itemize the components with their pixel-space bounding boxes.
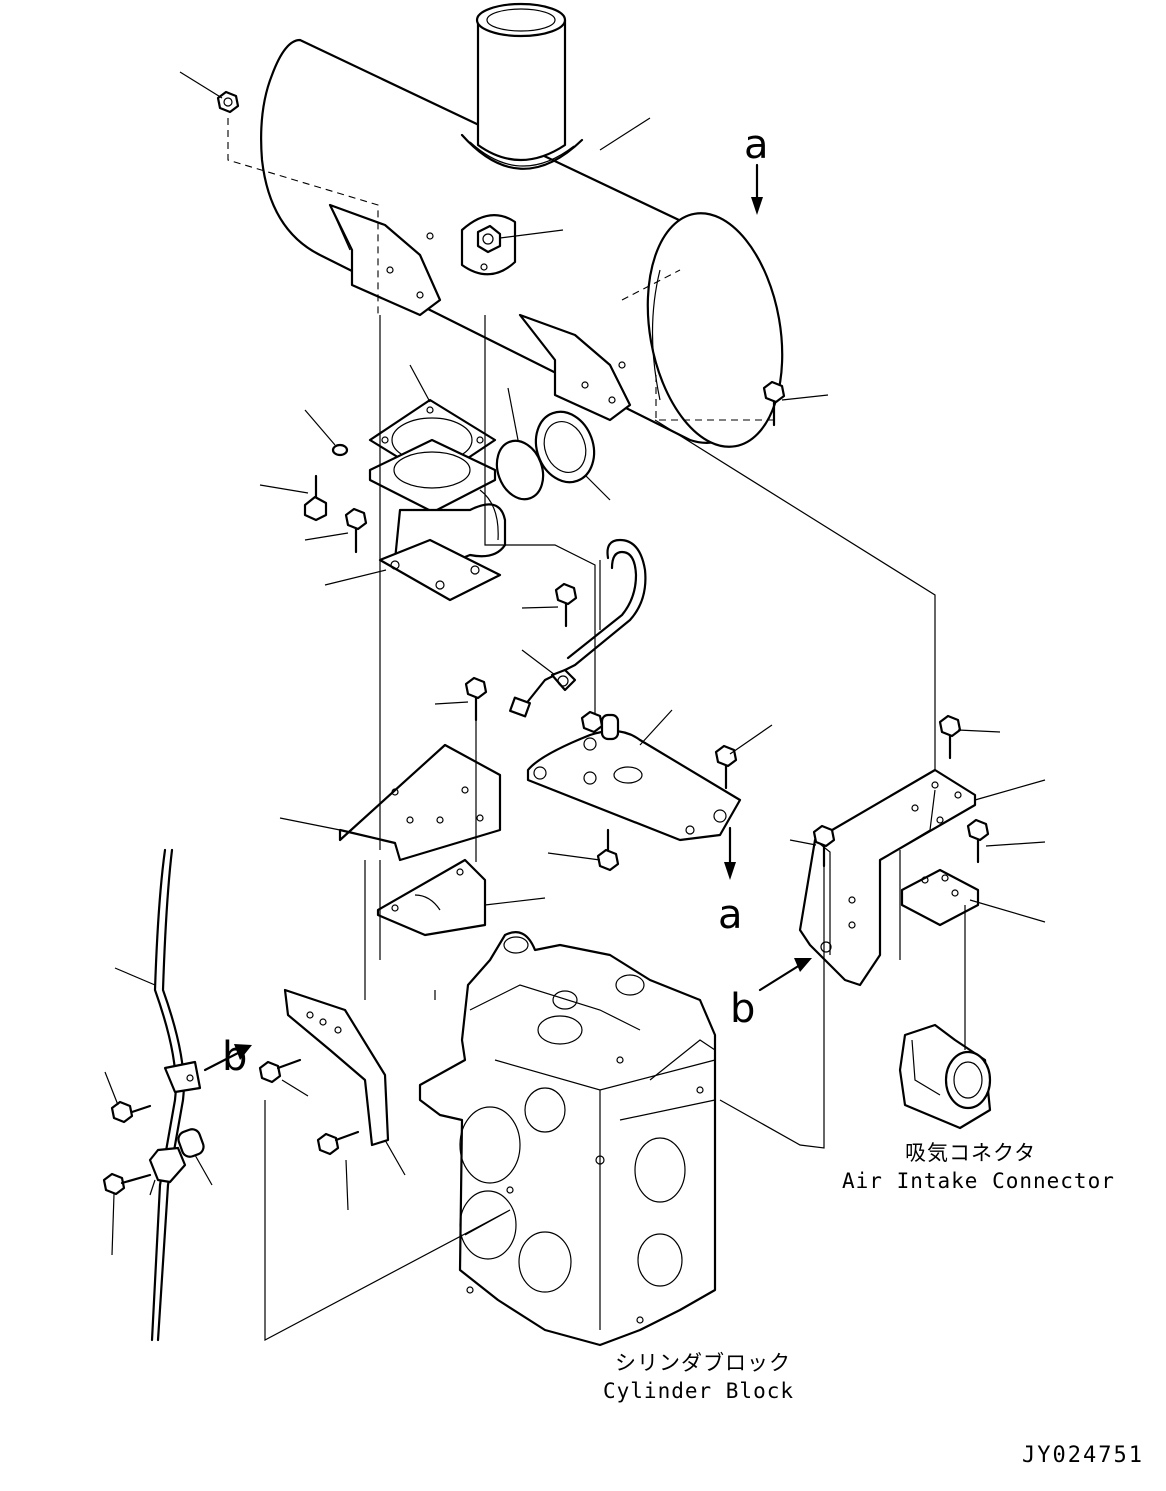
bolt-center-bottom [547, 828, 620, 872]
dipstick-tube [114, 848, 185, 1342]
air-intake-label-en: Air Intake Connector [842, 1169, 1115, 1193]
bolt-elbow-1 [259, 474, 328, 522]
bracket-left-lower [376, 858, 546, 937]
air-intake-connector [898, 1023, 992, 1130]
bracket-left-upper [279, 743, 502, 862]
dipstick-clip-upper [163, 1060, 202, 1094]
view-label-b-right: b [730, 986, 755, 1032]
assembly-lines [264, 315, 966, 1341]
collar [177, 1128, 213, 1186]
muffler [227, 2, 784, 448]
support-plate [283, 988, 406, 1176]
bolt-right-2 [938, 714, 1001, 760]
view-label-b-left: b [222, 1034, 247, 1080]
bolt-left-1 [104, 1071, 152, 1124]
elbow-pipe [324, 438, 507, 602]
spacer-plate [900, 868, 1046, 927]
view-arrow-b-right [758, 958, 812, 992]
bolt-support-2 [316, 1130, 360, 1211]
hex-nut-top [179, 71, 240, 114]
bolt-elbow-2 [304, 507, 368, 554]
tube [508, 538, 647, 718]
view-label-a-bottom: a [718, 892, 743, 938]
bolt-center-right [714, 724, 773, 790]
bolt-muffler-right [762, 380, 829, 427]
bolt-tube [521, 582, 578, 628]
clamp-ring [534, 410, 611, 501]
bolt-bracket-top-left [434, 676, 488, 722]
bolt-right-3 [966, 818, 1046, 864]
bolt-left-2 [102, 1172, 152, 1256]
cylinder-block-label-jp: シリンダブロック [615, 1351, 791, 1375]
dipstick-clip-lower [148, 1146, 187, 1196]
cylinder-block-label-en: Cylinder Block [603, 1379, 794, 1403]
air-intake-label-jp: 吸気コネクタ [905, 1141, 1036, 1165]
bracket-right [798, 768, 1046, 987]
tube-clamp [521, 649, 577, 692]
bracket-center [526, 709, 742, 880]
view-label-a-top: a [744, 122, 769, 168]
view-arrow-b-left [203, 1044, 252, 1072]
plug [304, 409, 349, 457]
drawing-code: JY024751 [1022, 1443, 1144, 1468]
bolt-support-1 [258, 1058, 309, 1097]
cylinder-block [418, 931, 717, 1347]
bolt-right-1 [789, 824, 836, 868]
view-arrow-a-top [751, 163, 763, 215]
